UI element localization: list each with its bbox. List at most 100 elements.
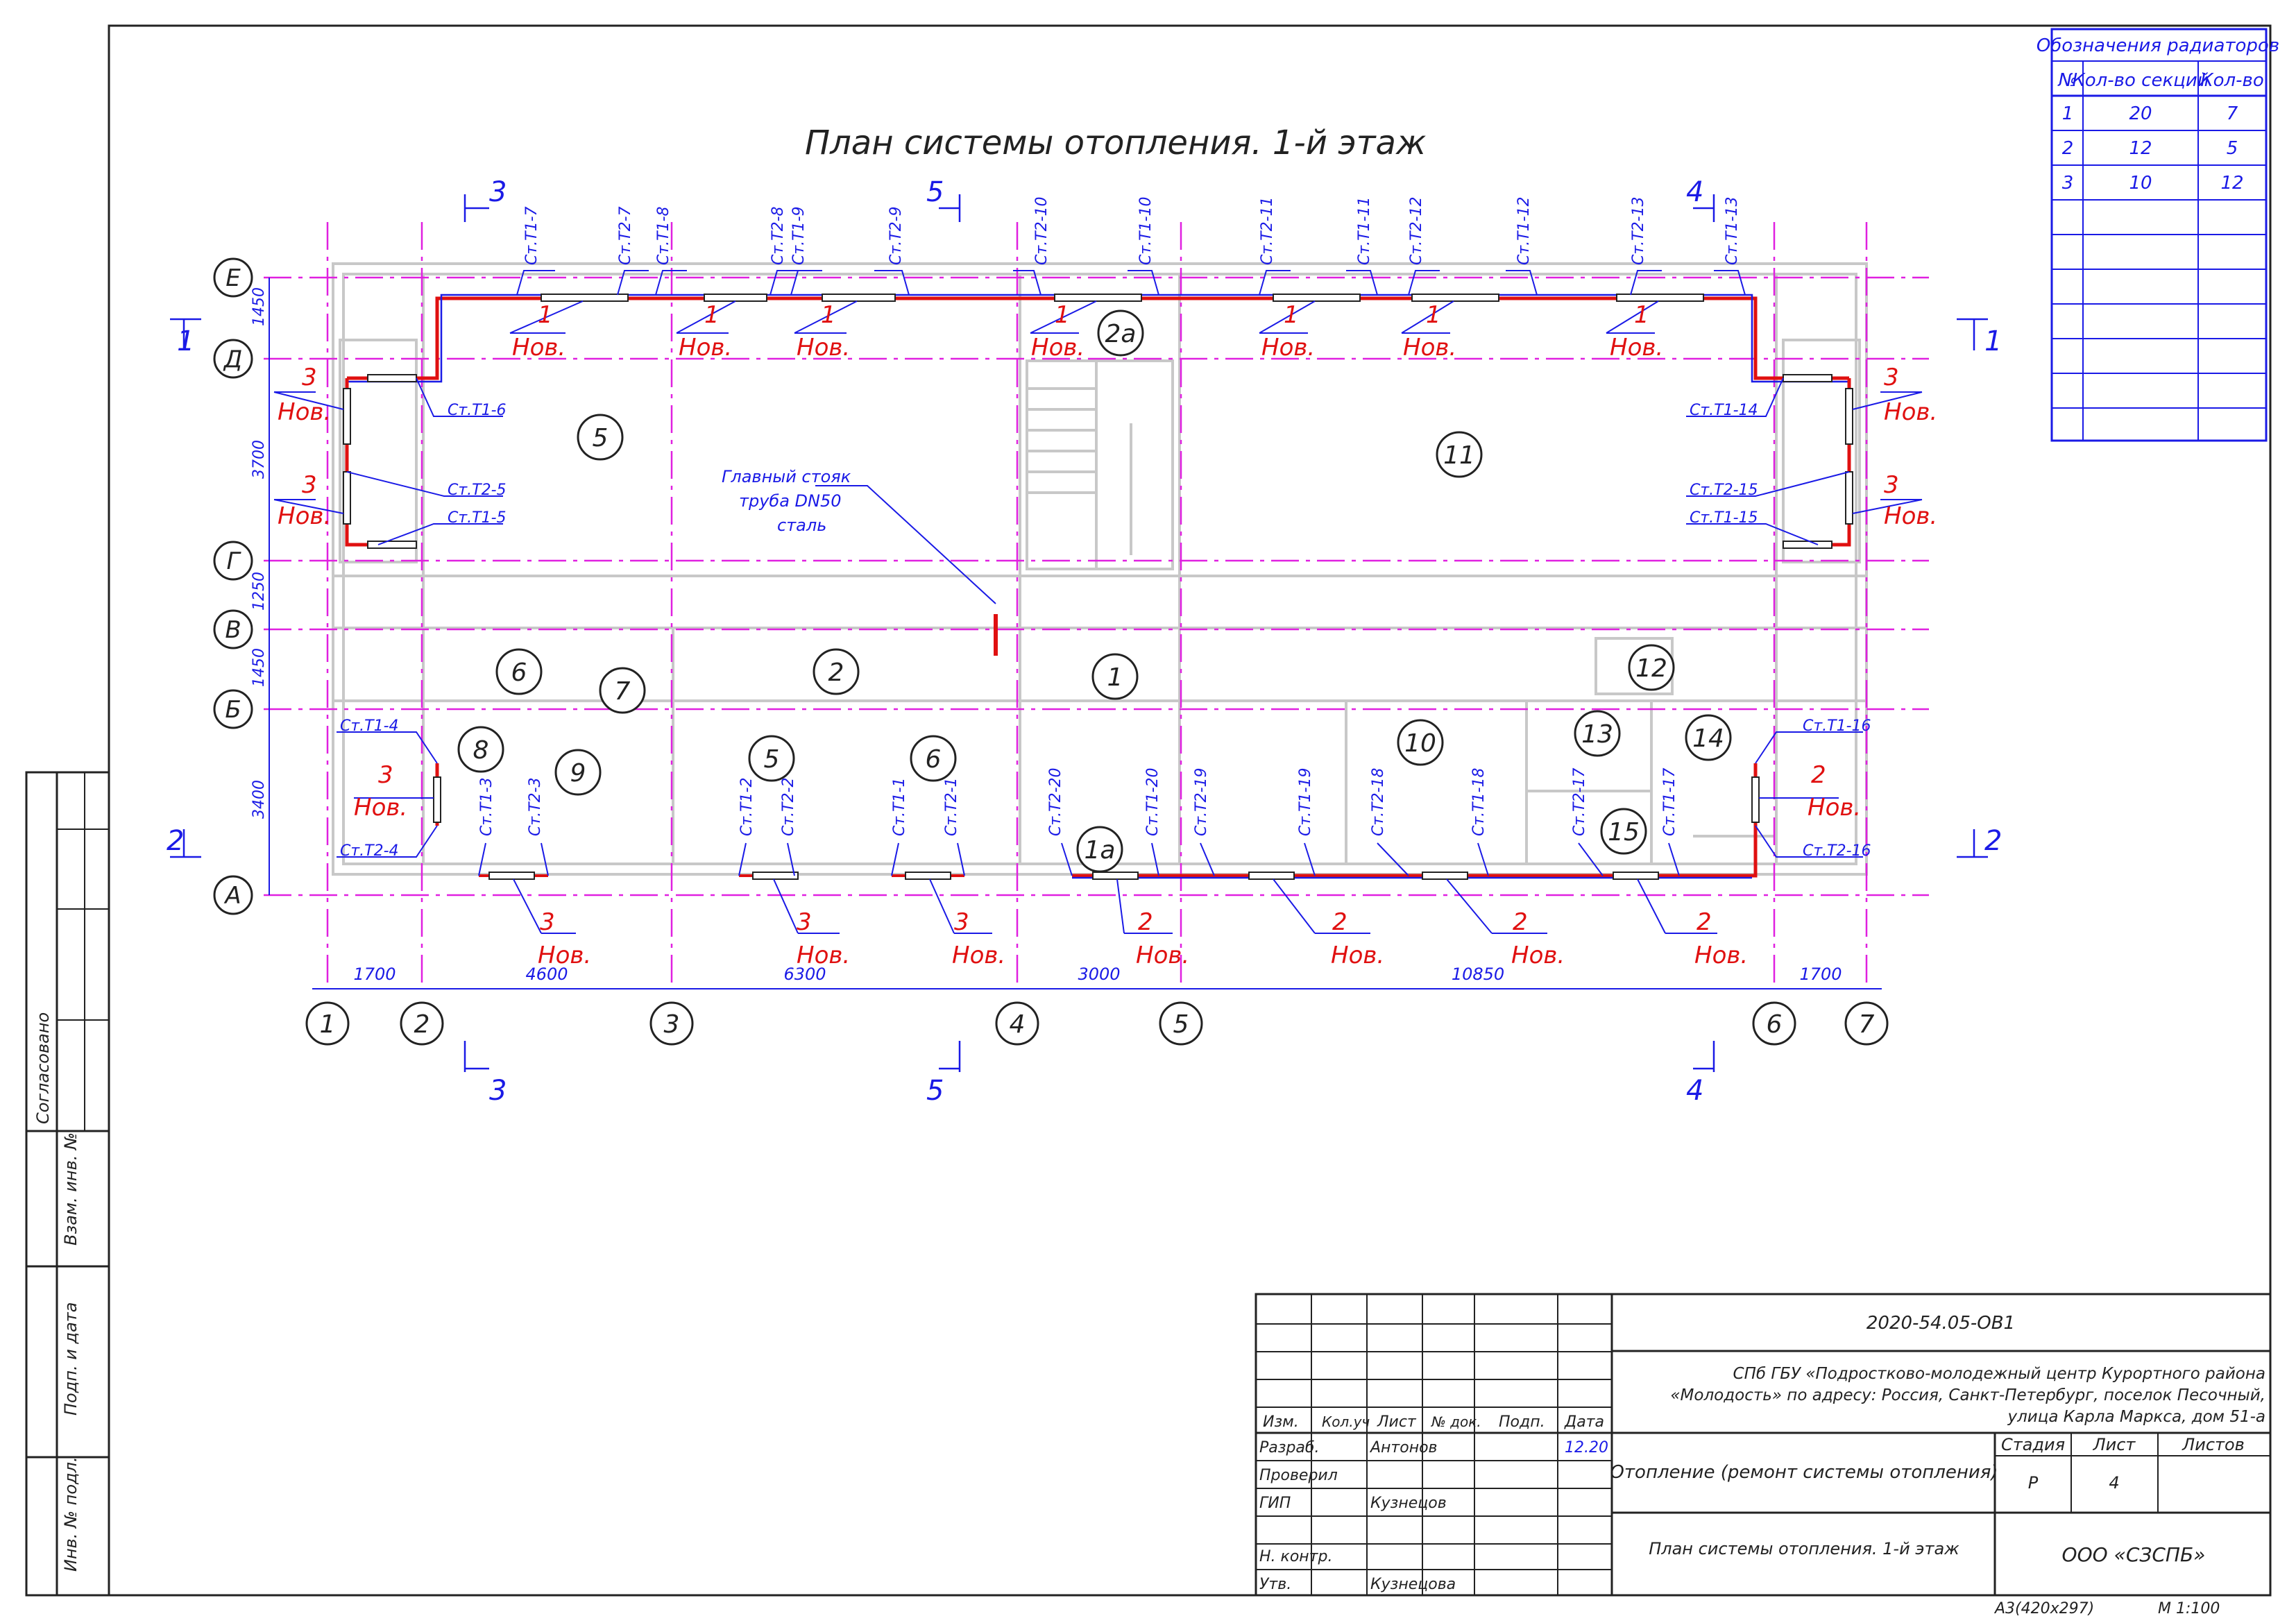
legend-cell: 12: [2220, 173, 2243, 194]
riser-leaders-top: [516, 270, 1746, 296]
riser-label: Ст.Т1-16: [1803, 717, 1871, 735]
section-title: Отопление (ремонт системы отопления): [1610, 1462, 1998, 1483]
axis-label-e: Е: [226, 264, 241, 292]
section-mark-label: 2: [1984, 825, 2002, 857]
riser-label: Ст.Т1-15: [1690, 509, 1758, 527]
role-gip: ГИП: [1259, 1495, 1291, 1512]
riser-label: Ст.Т2-9: [887, 206, 905, 265]
riser-label: Ст.Т1-20: [1144, 767, 1162, 836]
legend-header-count: Кол-во: [2200, 70, 2264, 91]
room-number: 2: [828, 658, 844, 687]
riser-label: Ст.Т1-6: [448, 402, 507, 419]
room-number: 8: [473, 736, 489, 765]
axis-label-6: 6: [1767, 1010, 1783, 1039]
sheet-scale: М 1:100: [2158, 1600, 2220, 1617]
axis-label-d: Д: [223, 346, 243, 373]
radiator-note: Нов.: [1136, 942, 1189, 969]
legend-cell: 2: [2062, 138, 2074, 159]
role-checked: Проверил: [1259, 1467, 1338, 1484]
col-header-doc: № док.: [1431, 1413, 1481, 1430]
radiator-callouts-top: [509, 300, 1659, 334]
radiator-type: 3: [540, 908, 555, 936]
riser-label: Ст.Т1-18: [1470, 767, 1488, 836]
riser-label: Ст.Т1-19: [1297, 767, 1314, 836]
dim-label: 10850: [1452, 965, 1504, 984]
radiator-note: Нов.: [952, 942, 1005, 969]
col-header-sign: Подп.: [1499, 1413, 1545, 1431]
radiator-note: Нов.: [1884, 502, 1937, 530]
room-number: 14: [1692, 724, 1724, 753]
date-value: 12.20: [1565, 1439, 1608, 1456]
room-number: 13: [1581, 720, 1613, 749]
radiator-note: Нов.: [278, 398, 331, 426]
section-mark-label: 5: [926, 176, 944, 208]
riser-label: Ст.Т2-17: [1571, 767, 1588, 836]
riser-leaders-side: [273, 377, 1923, 858]
radiator-note: Нов.: [1694, 942, 1748, 969]
riser-label: Ст.Т1-8: [655, 206, 672, 265]
riser-label: Ст.Т2-2: [780, 777, 797, 836]
room-number: 15: [1608, 818, 1640, 847]
riser-leaders-bottom: [478, 842, 1717, 934]
section-mark-label: 3: [489, 176, 507, 208]
dim-label: 4600: [525, 965, 568, 984]
radiator-type: 1: [1634, 301, 1649, 329]
company-name: ООО «СЗСПБ»: [2062, 1543, 2206, 1566]
radiator-note: Нов.: [1610, 334, 1663, 362]
riser-label: Ст.Т2-7: [617, 206, 634, 265]
role-ncontrol: Н. контр.: [1259, 1548, 1332, 1565]
radiator-type: 1: [1284, 301, 1299, 329]
room-number: 6: [926, 745, 942, 774]
axis-label-4: 4: [1010, 1010, 1026, 1039]
room-number: 10: [1404, 729, 1436, 758]
radiator-note: Нов.: [1511, 942, 1565, 969]
radiator-note: Нов.: [1261, 334, 1315, 362]
section-mark-label: 2: [167, 825, 184, 857]
dim-label: 3000: [1078, 965, 1120, 984]
room-number: 5: [593, 424, 609, 452]
room-number: 1а: [1085, 836, 1116, 865]
radiator-note: Нов.: [1031, 334, 1085, 362]
room-number: 6: [511, 658, 527, 687]
riser-label: Ст.Т2-5: [448, 482, 507, 499]
riser-label: Ст.Т2-19: [1193, 767, 1210, 836]
radiator-type: 2: [1513, 908, 1528, 936]
riser-label: Ст.Т2-1: [943, 777, 960, 836]
radiator-type: 3: [1884, 364, 1899, 391]
dim-label: 1450: [250, 648, 268, 687]
riser-label: Ст.Т1-13: [1724, 196, 1741, 265]
riser-label: Ст.Т2-8: [769, 206, 787, 265]
riser-label: Ст.Т2-13: [1630, 196, 1647, 265]
radiator-type: 1: [538, 301, 553, 329]
radiator-type: 2: [1138, 908, 1153, 936]
dim-label: 3700: [250, 440, 268, 479]
room-number: 12: [1635, 654, 1667, 683]
radiator-type: 3: [954, 908, 969, 936]
riser-label: Ст.Т2-11: [1259, 196, 1276, 265]
room-number: 7: [615, 677, 631, 706]
radiator-type: 1: [1426, 301, 1441, 329]
dim-label: 1450: [250, 287, 268, 326]
col-header-kol: Кол.уч: [1322, 1413, 1370, 1430]
dim-label: 1250: [250, 572, 268, 611]
room-number: 11: [1443, 441, 1475, 470]
radiator-type: 3: [302, 471, 317, 499]
riser-label: Ст.Т2-3: [527, 777, 544, 836]
radiator-type: 3: [797, 908, 812, 936]
legend-cell: 5: [2227, 138, 2238, 159]
radiator-note: Нов.: [538, 942, 591, 969]
section-marks: [170, 194, 1988, 1072]
legend-cell: 12: [2129, 138, 2152, 159]
object-description: СПб ГБУ «Подростково-молодежный центр Ку…: [1670, 1365, 2265, 1426]
legend-cell: 10: [2129, 173, 2152, 194]
legend-header-no: №: [2057, 70, 2077, 91]
radiator-note: Нов.: [1808, 794, 1861, 822]
axis-label-3: 3: [664, 1010, 680, 1039]
role-approved: Утв.: [1259, 1576, 1291, 1593]
side-stamp-agreed: Согласовано: [33, 1012, 53, 1124]
axis-label-2: 2: [414, 1010, 430, 1039]
radiator-legend-table: Обозначения радиаторов № Кол-во секций К…: [2036, 28, 2279, 442]
sheet-title: План системы отопления. 1-й этаж: [1649, 1539, 1959, 1558]
legend-cell: 3: [2062, 173, 2074, 194]
